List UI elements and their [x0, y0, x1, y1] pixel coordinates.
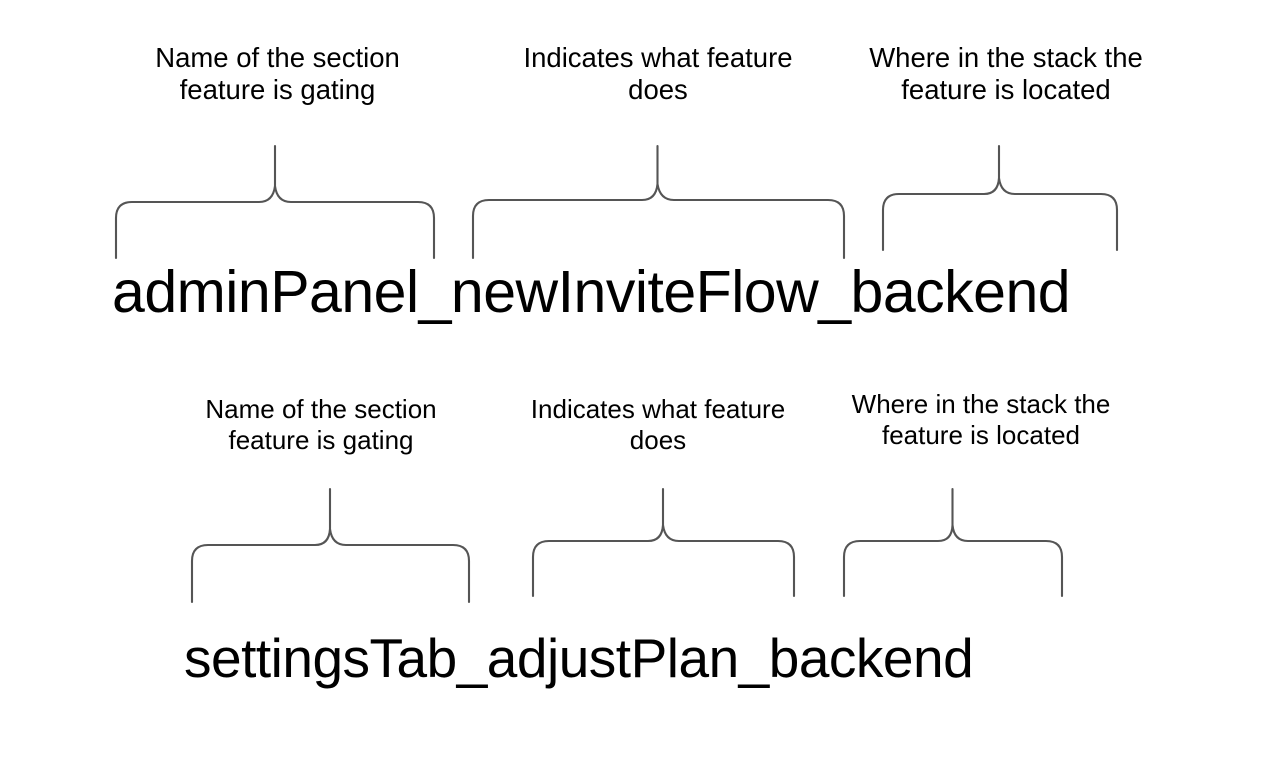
brace-row2-section-shape — [190, 489, 471, 602]
brace-row1-behavior — [471, 146, 846, 258]
brace-row2-section — [190, 489, 471, 602]
flag-name-row-1: adminPanel_newInviteFlow_backend — [112, 259, 1071, 325]
caption-row2-layer: Where in the stack the feature is locate… — [851, 389, 1111, 450]
brace-row2-layer — [842, 489, 1064, 596]
caption-row1-layer: Where in the stack the feature is locate… — [869, 42, 1143, 106]
brace-row1-section-shape — [114, 146, 436, 258]
brace-row2-behavior-shape — [531, 489, 796, 596]
brace-row1-behavior-shape — [471, 146, 846, 258]
caption-row2-behavior: Indicates what feature does — [530, 394, 786, 455]
caption-row1-section: Name of the section feature is gating — [155, 42, 400, 106]
caption-row1-behavior: Indicates what feature does — [523, 42, 793, 106]
flag-name-row-2: settingsTab_adjustPlan_backend — [184, 627, 974, 689]
caption-row2-section: Name of the section feature is gating — [205, 394, 437, 455]
brace-row2-layer-shape — [842, 489, 1064, 596]
brace-row1-section — [114, 146, 436, 258]
brace-row2-behavior — [531, 489, 796, 596]
brace-row1-layer — [881, 146, 1119, 250]
brace-row1-layer-shape — [881, 146, 1119, 250]
